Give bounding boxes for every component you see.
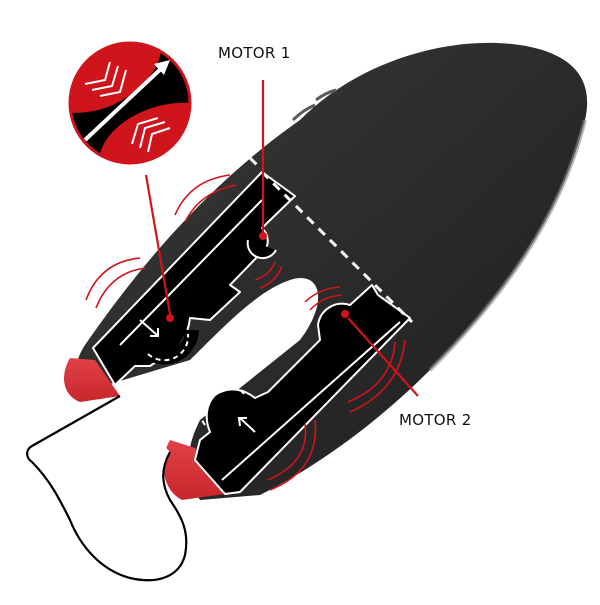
- callout-lines: [144, 80, 419, 397]
- dashed-divider: [248, 156, 414, 324]
- arrow-up-left-icon: [237, 417, 256, 433]
- motor1-callout-dot: [259, 232, 267, 240]
- inset-callout-line: [144, 174, 172, 315]
- button-ridge-icon: [315, 88, 337, 102]
- device-body: [76, 42, 588, 500]
- motor1-label: MOTOR 1: [218, 44, 291, 62]
- button-ridge-icon: [291, 103, 316, 122]
- motor2-label: MOTOR 2: [399, 411, 472, 429]
- motor2-callout-line: [347, 317, 419, 397]
- motor2-housing: [194, 284, 411, 495]
- arrow-down-right-icon: [139, 319, 159, 337]
- motor1-housing: [92, 171, 296, 386]
- motor2-callout-dot: [341, 310, 349, 318]
- opposing-chevrons-arrow-icon: [68, 41, 192, 165]
- vibration-waves: [85, 174, 406, 491]
- upper-arm-tip: [64, 358, 120, 402]
- hand-outline: [26, 395, 188, 582]
- lower-arm-tip: [163, 440, 225, 500]
- inset-callout-dot: [166, 314, 174, 322]
- red-tips: [64, 358, 225, 500]
